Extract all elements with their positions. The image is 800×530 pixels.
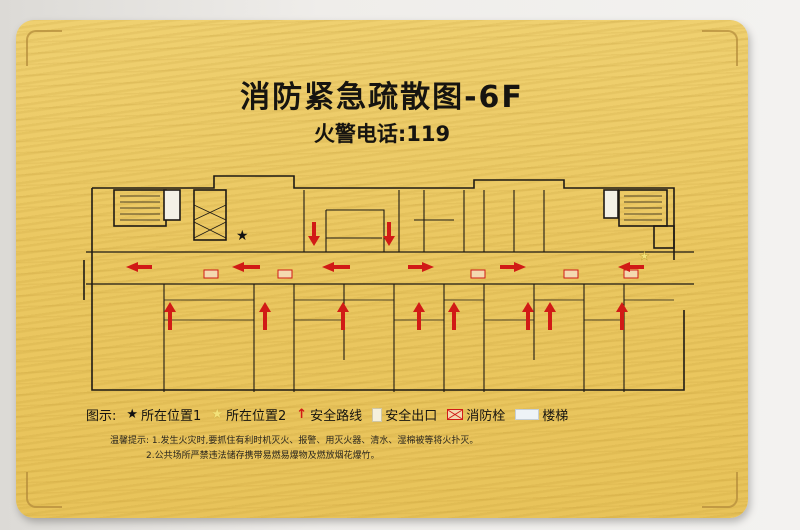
elevator-block [193,189,227,241]
stair-block-right [618,189,668,227]
route-arrow-up [164,302,176,330]
outer-wall [91,300,685,391]
route-arrow-up [413,302,425,330]
stair-landing-right [653,225,675,249]
star-icon: ★ [126,407,139,422]
room-wall [326,219,454,239]
safety-note-1: 温馨提示: 1.发生火灾时,要抓住有利时机灭火、报警、用灭火器、清水、湿棉被等将… [110,436,479,446]
legend: 图示: ★ 所在位置1 ★ 所在位置2 ↑ 安全路线 安全出口 消防栓 楼梯 [86,405,568,424]
elevator-cross [193,204,227,239]
outer-wall [92,175,675,260]
safety-notes: 温馨提示: 1.发生火灾时,要抓住有利时机灭火、报警、用灭火器、清水、湿棉被等将… [110,434,478,464]
room-wall [303,190,545,252]
arrow-up-icon: ↑ [296,407,308,422]
outer-wall [83,188,93,300]
route-arrow-up [337,302,349,330]
sign-title: 消防紧急疏散图-6F [240,80,524,115]
hydrant-marker [277,269,293,279]
hydrant-marker [563,269,579,279]
legend-text: 所在位置1 [141,409,202,424]
corner-ornament [702,472,738,508]
route-arrow-right [408,262,434,272]
legend-text: 安全出口 [385,409,438,424]
corner-ornament [26,30,62,66]
legend-item-hydrant: 消防栓 [447,405,505,424]
fire-phone-line: 火警电话:119 [16,118,748,148]
legend-item-position-1: ★ 所在位置1 [126,405,201,424]
exit-door-right [603,189,619,219]
hydrant-marker [623,269,639,279]
route-arrow-up [522,302,534,330]
exit-icon [372,407,383,422]
route-arrow-up [448,302,460,330]
route-arrow-down [308,222,320,246]
position-1-marker: ★ [236,228,249,244]
route-arrow-left [322,262,350,272]
route-arrow-left [232,262,260,272]
evacuation-sign-board: 消防紧急疏散图-6F 火警电话:119 [16,20,748,518]
legend-item-stair: 楼梯 [515,405,568,424]
corner-ornament [26,472,62,508]
exit-door-left [163,189,181,221]
legend-text: 消防栓 [466,409,506,424]
legend-item-safe-route: ↑ 安全路线 [296,405,362,424]
route-arrow-left [126,262,152,272]
fire-phone-number: 119 [406,122,451,146]
legend-text: 楼梯 [542,409,569,424]
floor-plan: ★ ★ [83,175,694,392]
star-outline-icon: ★ [211,407,223,422]
legend-label: 图示: [86,409,117,424]
legend-text: 安全路线 [310,409,363,424]
hydrant-marker [203,269,219,279]
hydrant-icon [447,409,464,420]
route-arrow-down [383,222,395,246]
corner-ornament [702,30,738,66]
legend-item-position-2: ★ 所在位置2 [211,405,286,424]
stair-hatching [624,195,662,221]
route-arrow-up [616,302,628,330]
legend-text: 所在位置2 [225,409,287,424]
hydrant-marker [470,269,486,279]
route-arrow-right [500,262,526,272]
position-2-marker: ★ [639,249,650,263]
legend-item-exit: 安全出口 [372,405,437,424]
route-arrow-up [544,302,556,330]
stair-icon [515,409,540,420]
fire-phone-label: 火警电话: [313,122,407,146]
route-arrow-left [618,262,644,272]
safety-note-2: 2.公共场所严禁违法储存携带易燃易爆物及燃放烟花爆竹。 [146,451,380,461]
stair-hatching [120,195,160,221]
corridor-wall [86,251,694,285]
route-arrow-up [259,302,271,330]
